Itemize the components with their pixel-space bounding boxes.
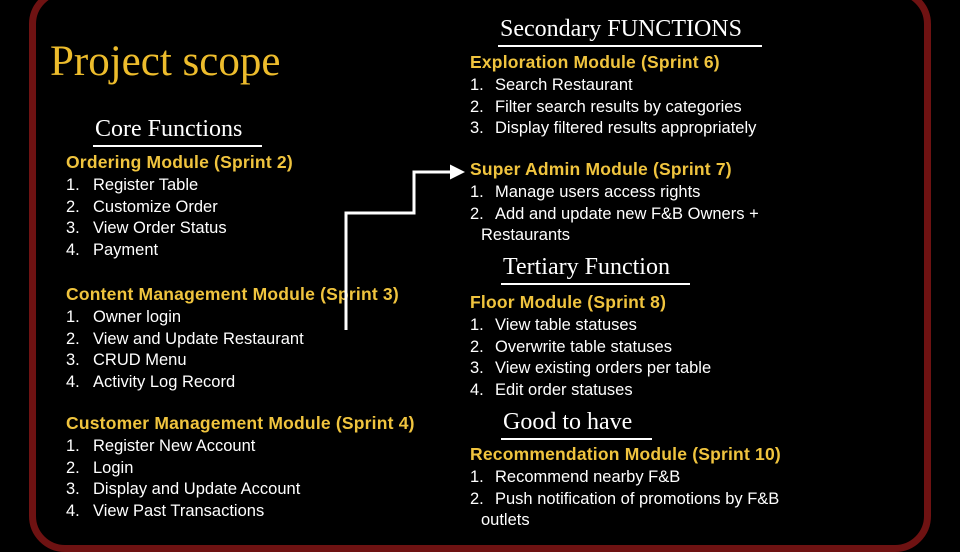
list-item-text: Register Table bbox=[93, 176, 199, 194]
slide: Project scope Core Functions Secondary F… bbox=[29, 0, 931, 552]
list-item: 2. Customize Order bbox=[66, 197, 463, 219]
section-heading-secondary-functions: Secondary FUNCTIONS bbox=[498, 16, 762, 47]
module-exploration: Exploration Module (Sprint 6) 1. Search … bbox=[470, 52, 801, 140]
list-item-number: 2. bbox=[470, 204, 484, 223]
list-item-text: View and Update Restaurant bbox=[93, 329, 304, 348]
list-item: 3. Display filtered results appropriatel… bbox=[470, 118, 801, 140]
module-super-admin: Super Admin Module (Sprint 7) 1. Manage … bbox=[470, 159, 801, 247]
list-item-number: 1. bbox=[470, 76, 484, 94]
list-item-text: Edit order statuses bbox=[495, 380, 633, 399]
list-item: 2. Push notification of promotions by F&… bbox=[470, 489, 801, 532]
module-title: Customer Management Module (Sprint 4) bbox=[66, 413, 415, 433]
list-item-number: 1. bbox=[470, 316, 484, 334]
list-item-number: 2. bbox=[470, 337, 484, 356]
list-item: 4. Activity Log Record bbox=[66, 372, 463, 394]
list-item-number: 2. bbox=[66, 458, 80, 477]
list-item-number: 2. bbox=[470, 97, 484, 116]
list-item-text: Recommend nearby F&B bbox=[495, 468, 681, 486]
list-item: 2. View and Update Restaurant bbox=[66, 329, 463, 351]
module-floor: Floor Module (Sprint 8) 1. View table st… bbox=[470, 292, 801, 401]
module-title: Content Management Module (Sprint 3) bbox=[66, 284, 399, 304]
list-item-text: Push notification of promotions by F&B o… bbox=[481, 489, 780, 530]
module-title: Super Admin Module (Sprint 7) bbox=[470, 159, 732, 179]
list-item-number: 4. bbox=[66, 501, 80, 520]
module-title: Exploration Module (Sprint 6) bbox=[470, 52, 720, 72]
list-item-text: Owner login bbox=[93, 308, 182, 326]
page-title: Project scope bbox=[50, 38, 281, 85]
list-item: 1. Manage users access rights bbox=[470, 182, 801, 204]
list-item: 4. View Past Transactions bbox=[66, 501, 463, 523]
list-item-number: 4. bbox=[66, 372, 80, 391]
module-recommendation: Recommendation Module (Sprint 10) 1. Rec… bbox=[470, 444, 801, 532]
list-item-text: Customize Order bbox=[93, 197, 218, 216]
list-item-number: 2. bbox=[66, 197, 80, 216]
module-ordering: Ordering Module (Sprint 2) 1. Register T… bbox=[66, 152, 463, 261]
list-item-text: Search Restaurant bbox=[495, 76, 633, 94]
list-item: 1. Search Restaurant bbox=[470, 75, 801, 97]
list-item-text: Activity Log Record bbox=[93, 372, 236, 391]
list-item-text: Add and update new F&B Owners + Restaura… bbox=[481, 204, 759, 245]
section-heading-core-functions: Core Functions bbox=[93, 116, 263, 147]
section-heading-good-to-have: Good to have bbox=[501, 409, 653, 440]
list-item-number: 3. bbox=[470, 119, 484, 138]
list-item-number: 4. bbox=[470, 380, 484, 399]
list-item-number: 1. bbox=[470, 183, 484, 201]
list-item: 2. Add and update new F&B Owners + Resta… bbox=[470, 204, 801, 247]
module-title: Floor Module (Sprint 8) bbox=[470, 292, 667, 312]
list-item-number: 2. bbox=[66, 329, 80, 348]
list-item-text: View existing orders per table bbox=[495, 359, 712, 378]
list-item-text: Login bbox=[93, 458, 134, 477]
list-item: 3. Display and Update Account bbox=[66, 479, 463, 501]
list-item-number: 1. bbox=[66, 176, 80, 194]
list-item: 1. View table statuses bbox=[470, 315, 801, 337]
list-item-number: 2. bbox=[470, 489, 484, 508]
list-item-text: Manage users access rights bbox=[495, 183, 701, 201]
list-item-number: 3. bbox=[66, 351, 80, 370]
module-customer-management: Customer Management Module (Sprint 4) 1.… bbox=[66, 413, 463, 522]
list-item: 3. View existing orders per table bbox=[470, 358, 801, 380]
list-item: 3. View Order Status bbox=[66, 218, 463, 240]
list-item-text: Payment bbox=[93, 240, 159, 259]
list-item-number: 1. bbox=[66, 308, 80, 326]
module-content-management: Content Management Module (Sprint 3) 1. … bbox=[66, 284, 463, 393]
list-item-text: Display filtered results appropriately bbox=[495, 119, 757, 138]
list-item: 1. Recommend nearby F&B bbox=[470, 467, 801, 489]
section-heading-tertiary-function: Tertiary Function bbox=[501, 254, 690, 285]
list-item: 2. Filter search results by categories bbox=[470, 97, 801, 119]
module-title: Ordering Module (Sprint 2) bbox=[66, 152, 293, 172]
list-item-text: View table statuses bbox=[495, 316, 637, 334]
list-item-text: View Past Transactions bbox=[93, 501, 265, 520]
list-item-text: View Order Status bbox=[93, 219, 227, 238]
list-item: 2. Login bbox=[66, 458, 463, 480]
list-item-number: 3. bbox=[66, 480, 80, 499]
list-item-text: Overwrite table statuses bbox=[495, 337, 672, 356]
list-item-text: Register New Account bbox=[93, 437, 256, 455]
list-item: 2. Overwrite table statuses bbox=[470, 337, 801, 359]
list-item: 1. Register Table bbox=[66, 175, 463, 197]
list-item-number: 3. bbox=[470, 359, 484, 378]
list-item-number: 1. bbox=[470, 468, 484, 486]
list-item-text: Display and Update Account bbox=[93, 480, 301, 499]
list-item: 4. Edit order statuses bbox=[470, 380, 801, 402]
list-item: 1. Register New Account bbox=[66, 436, 463, 458]
module-title: Recommendation Module (Sprint 10) bbox=[470, 444, 781, 464]
list-item: 1. Owner login bbox=[66, 307, 463, 329]
list-item-text: Filter search results by categories bbox=[495, 97, 742, 116]
list-item: 3. CRUD Menu bbox=[66, 350, 463, 372]
list-item-number: 4. bbox=[66, 240, 80, 259]
list-item: 4. Payment bbox=[66, 240, 463, 262]
list-item-number: 1. bbox=[66, 437, 80, 455]
list-item-number: 3. bbox=[66, 219, 80, 238]
list-item-text: CRUD Menu bbox=[93, 351, 187, 370]
